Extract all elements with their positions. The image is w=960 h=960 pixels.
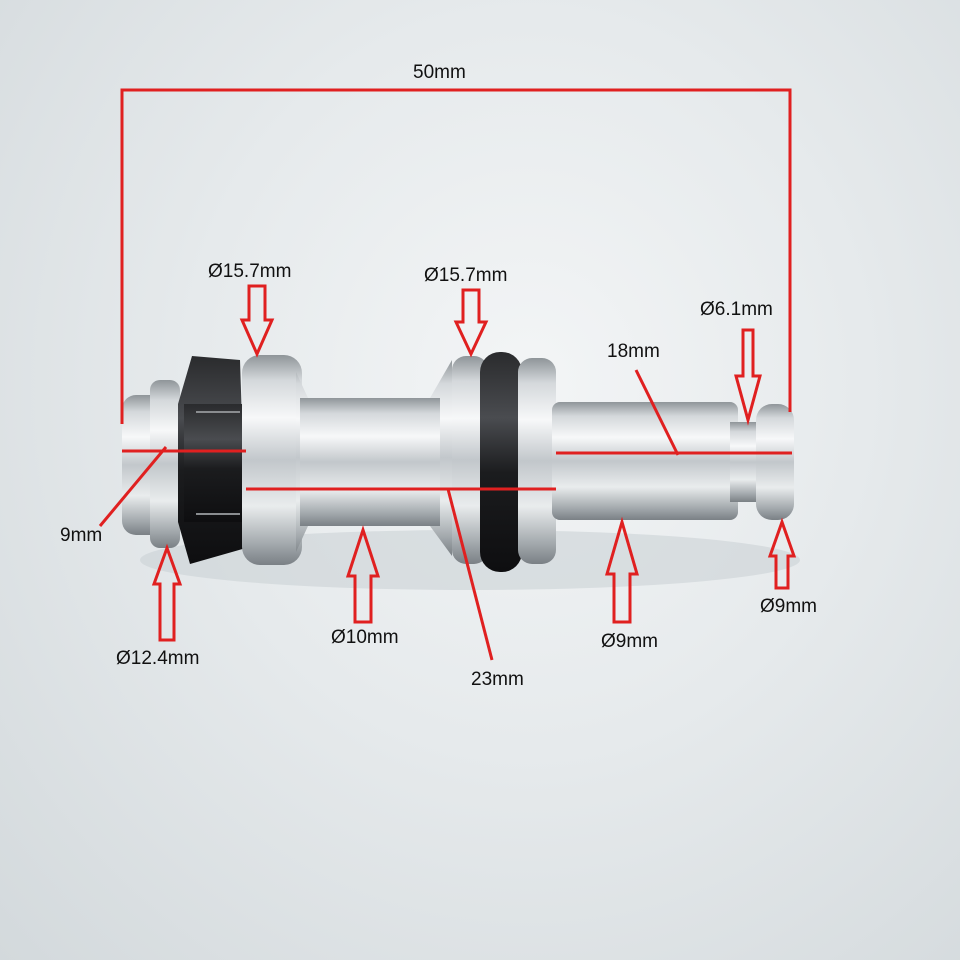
- dimension-arrows: [151, 284, 797, 642]
- end-cap-diameter-label: Ø12.4mm: [116, 648, 200, 669]
- rear-flange: [242, 355, 302, 565]
- front-flange: [452, 356, 488, 564]
- end-length-leader: [98, 446, 168, 527]
- front-shaft-length-label: 18mm: [607, 341, 660, 362]
- front-shaft: [552, 402, 738, 520]
- end-length-label: 9mm: [60, 525, 103, 546]
- o-ring: [480, 352, 522, 572]
- tip-arrow: [767, 517, 797, 590]
- rear-ring-diameter-label: Ø15.7mm: [208, 261, 292, 282]
- black-bushing: [178, 356, 246, 564]
- tip-groove-arrow: [734, 328, 762, 426]
- front-shaft-arrow: [605, 516, 639, 624]
- rear-flange-arrow: [239, 284, 275, 358]
- waist-diameter-label: Ø10mm: [331, 627, 399, 648]
- front-flange-diameter-label: Ø15.7mm: [424, 265, 508, 286]
- front-shaft-diameter-label: Ø9mm: [601, 631, 658, 652]
- mid-length-leader: [446, 488, 494, 661]
- overall-length-bracket: [120, 88, 792, 424]
- mid-length-label: 23mm: [471, 669, 524, 690]
- dimension-lines: [98, 88, 792, 661]
- rear-collar: [518, 358, 556, 564]
- overall-length-label: 50mm: [413, 62, 466, 83]
- tip-groove-diameter-label: Ø6.1mm: [700, 299, 773, 320]
- front-flange-arrow: [453, 288, 489, 358]
- tip-diameter-label: Ø9mm: [760, 596, 817, 617]
- waist-shaft: [300, 398, 440, 526]
- end-cap-arrow: [151, 543, 183, 642]
- front-shaft-length-leader: [634, 369, 680, 456]
- waist-arrow: [345, 525, 381, 624]
- tip-head: [756, 404, 794, 520]
